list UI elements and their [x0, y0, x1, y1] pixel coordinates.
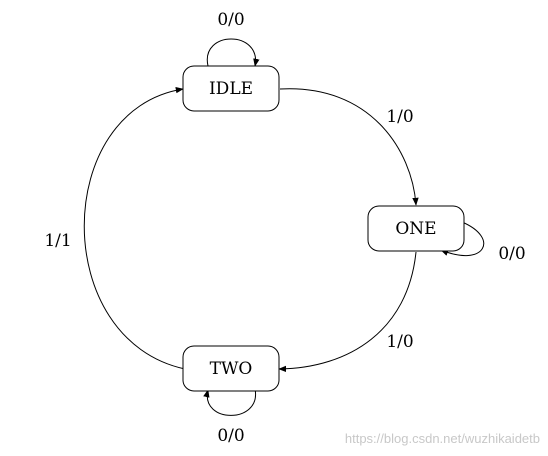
label-one-self: 0/0	[498, 244, 525, 264]
label-one-to-two: 1/0	[386, 332, 413, 352]
state-idle: IDLE	[182, 65, 280, 112]
label-idle-self: 0/0	[217, 10, 244, 30]
watermark-text: https://blog.csdn.net/wuzhikaidetb	[345, 431, 540, 446]
state-label-one: ONE	[395, 219, 436, 239]
edge-one-self	[440, 221, 485, 256]
state-one: ONE	[367, 205, 465, 252]
label-two-to-idle: 1/1	[44, 231, 71, 251]
edge-one-to-two	[278, 251, 417, 373]
label-two-self: 0/0	[217, 426, 244, 446]
edge-idle-to-one	[279, 88, 419, 206]
state-two: TWO	[182, 345, 280, 392]
state-label-two: TWO	[210, 359, 253, 379]
state-label-idle: IDLE	[209, 79, 253, 99]
label-idle-to-one: 1/0	[386, 107, 413, 127]
edge-two-self	[203, 388, 256, 416]
edge-idle-self	[206, 38, 260, 67]
edge-two-to-idle	[83, 86, 186, 370]
